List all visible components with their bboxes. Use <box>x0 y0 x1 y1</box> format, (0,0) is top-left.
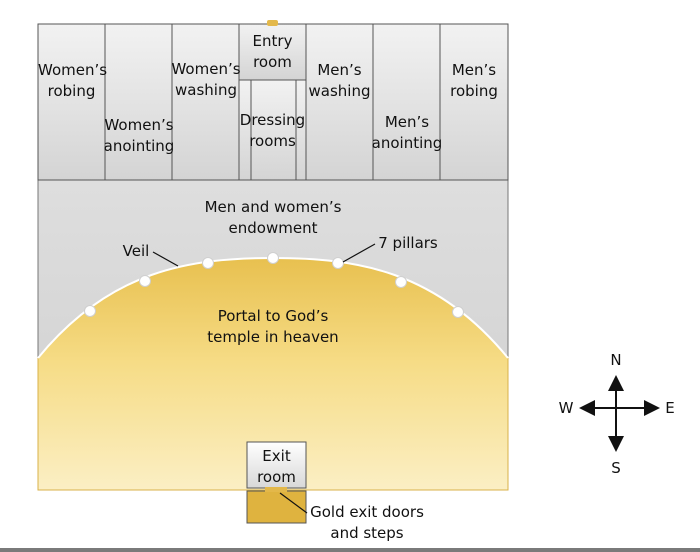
pillar <box>267 252 279 264</box>
pillar <box>452 306 464 318</box>
label-dressing-rooms: Dressing rooms <box>239 111 306 150</box>
label-gold-doors: Gold exit doors and steps <box>310 503 424 542</box>
pillars-callout-line <box>342 243 376 263</box>
compass-e-label: E <box>665 399 675 417</box>
compass-rose <box>579 375 660 452</box>
gold-doors-callout-line <box>279 492 308 514</box>
label-endowment: Men and women’s endowment <box>204 198 342 237</box>
pillar <box>202 257 214 269</box>
pillar <box>84 305 96 317</box>
exit-door-threshold <box>265 487 287 492</box>
room-mens-washing <box>305 23 374 181</box>
label-mens-robing: Men’s robing <box>450 61 498 100</box>
pillar <box>139 275 151 287</box>
room-mens-robing <box>439 23 509 181</box>
room-womens-anointing <box>104 23 173 181</box>
compass-w-label: W <box>558 399 574 417</box>
room-womens-washing <box>171 23 240 181</box>
compass-n-label: N <box>610 351 622 369</box>
bottom-rule <box>0 548 700 552</box>
label-exit-room: Exit room <box>257 447 296 486</box>
room-mens-anointing <box>372 23 441 181</box>
gold-exit-doors-and-steps <box>246 490 307 524</box>
label-mens-anointing: Men’s anointing <box>371 113 443 152</box>
pillar <box>332 257 344 269</box>
compass-s-label: S <box>611 459 621 477</box>
label-entry-room: Entry room <box>252 32 293 71</box>
pillars-group <box>84 252 464 318</box>
label-veil: Veil <box>122 242 150 260</box>
label-womens-washing: Women’s washing <box>171 60 241 99</box>
pillar <box>395 276 407 288</box>
room-womens-robing <box>37 23 106 181</box>
label-pillars: 7 pillars <box>378 234 438 252</box>
veil-callout-line <box>152 251 179 267</box>
label-portal: Portal to God’s temple in heaven <box>207 307 339 346</box>
label-mens-washing: Men’s washing <box>308 61 371 100</box>
label-womens-robing: Women’s robing <box>38 61 108 100</box>
label-womens-anointing: Women’s anointing <box>103 116 175 155</box>
entry-door <box>267 20 278 26</box>
